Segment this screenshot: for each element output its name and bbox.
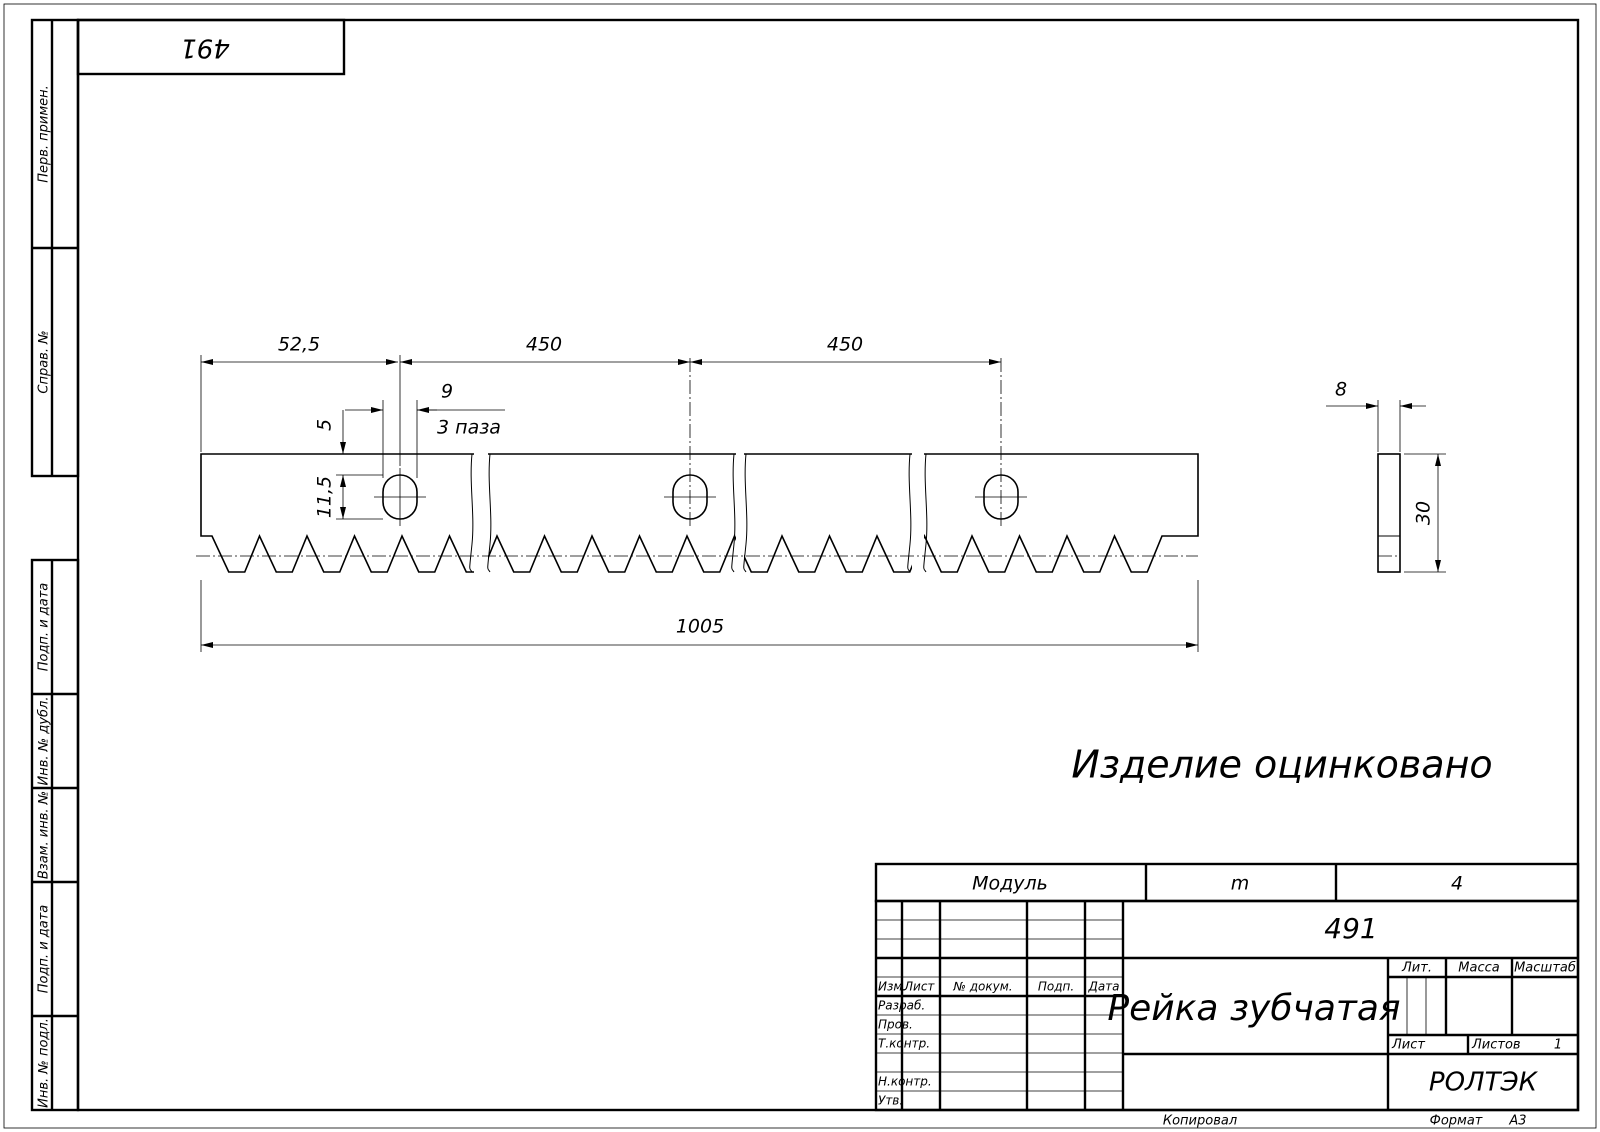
title-block: Изм. Лист № докум. Подп. Дата Разраб. Пр…: [874, 899, 1580, 1112]
label-perv-primen: Перв. примен.: [37, 85, 52, 183]
designation: 491: [1324, 912, 1377, 945]
module-value: 4: [1451, 873, 1463, 895]
format-label: Формат: [1430, 1114, 1483, 1129]
role-nkontr: Н.контр.: [878, 1075, 932, 1089]
dimension-52-5: 52,5: [200, 334, 398, 452]
sheets-value: 1: [1554, 1038, 1562, 1053]
label-sprav-no: Справ. №: [37, 330, 52, 393]
corner-stamp: 491: [76, 18, 346, 76]
label-podp-data-bottom: Подп. и дата: [37, 905, 52, 994]
col-list: Лист: [903, 980, 935, 994]
dimension-450-second: 450: [690, 334, 1001, 365]
lit-header: Лит.: [1401, 961, 1432, 976]
role-utv: Утв.: [878, 1094, 903, 1108]
module-table: Модуль m 4: [874, 862, 1580, 903]
dim-text-3-slots: 3 паза: [437, 417, 501, 439]
scale-header: Масштаб: [1514, 961, 1576, 976]
break-line: [731, 453, 736, 573]
dim-text-1005: 1005: [676, 616, 724, 638]
drawing-frame: [76, 18, 1580, 1112]
dim-text-8: 8: [1335, 379, 1347, 401]
slot-2: [664, 358, 716, 528]
col-izm: Изм.: [878, 980, 906, 994]
gear-rack-front-view: [196, 452, 1199, 574]
gear-rack-side-view: 8 30: [1326, 379, 1446, 573]
dimension-9-slot-width: 9 3 паза: [345, 381, 505, 478]
break-line: [743, 453, 748, 573]
module-symbol: m: [1231, 873, 1250, 895]
slot-3: [975, 358, 1027, 528]
dim-text-5: 5: [314, 419, 336, 431]
dim-text-450-second: 450: [827, 334, 863, 356]
role-tkontr: Т.контр.: [878, 1037, 930, 1051]
col-data: Дата: [1087, 980, 1119, 994]
format-value: А3: [1508, 1114, 1526, 1129]
break-line: [487, 453, 492, 573]
break-gap: [736, 452, 744, 574]
break-line: [469, 453, 474, 573]
sheets-label: Листов: [1471, 1038, 1521, 1053]
outer-trim-border: [3, 3, 1597, 1129]
module-label: Модуль: [972, 873, 1048, 895]
copied-label: Копировал: [1163, 1114, 1237, 1129]
label-podp-data-top: Подп. и дата: [37, 583, 52, 672]
dim-text-11-5: 11,5: [314, 476, 336, 518]
galvanized-note: Изделие оцинковано: [1071, 743, 1492, 787]
break-lines: [469, 452, 928, 574]
part-name: Рейка зубчатая: [1107, 988, 1400, 1029]
dim-text-9: 9: [441, 381, 453, 403]
dimension-1005-total-length: 1005: [200, 580, 1199, 652]
break-gap: [912, 452, 924, 574]
sheet-label: Лист: [1391, 1038, 1425, 1053]
dimension-450-first: 450: [399, 334, 690, 466]
role-prov: Пров.: [878, 1018, 913, 1032]
role-razrab: Разраб.: [878, 999, 925, 1013]
dimension-11-5-slot-height: 11,5: [314, 475, 383, 520]
break-line: [907, 453, 912, 573]
label-inv-podl: Инв. № подл.: [37, 1018, 52, 1108]
break-gap: [474, 452, 488, 574]
company-name: РОЛТЭК: [1429, 1068, 1539, 1098]
label-inv-dubl: Инв. № дубл.: [37, 697, 52, 786]
slot-1: [374, 468, 426, 526]
dim-text-52-5: 52,5: [278, 334, 320, 356]
col-podp: Подп.: [1038, 980, 1074, 994]
col-doc: № докум.: [952, 980, 1012, 994]
break-line: [923, 453, 928, 573]
label-vzam-inv: Взам. инв. №: [37, 791, 52, 879]
dimension-5-offset: 5: [314, 410, 383, 476]
corner-stamp-text: 491: [180, 33, 230, 63]
dim-text-30: 30: [1413, 501, 1435, 525]
mass-header: Масса: [1458, 961, 1499, 976]
dim-text-450-first: 450: [526, 334, 562, 356]
left-side-strip: Перв. примен. Справ. № Подп. и дата Инв.…: [30, 18, 80, 1112]
